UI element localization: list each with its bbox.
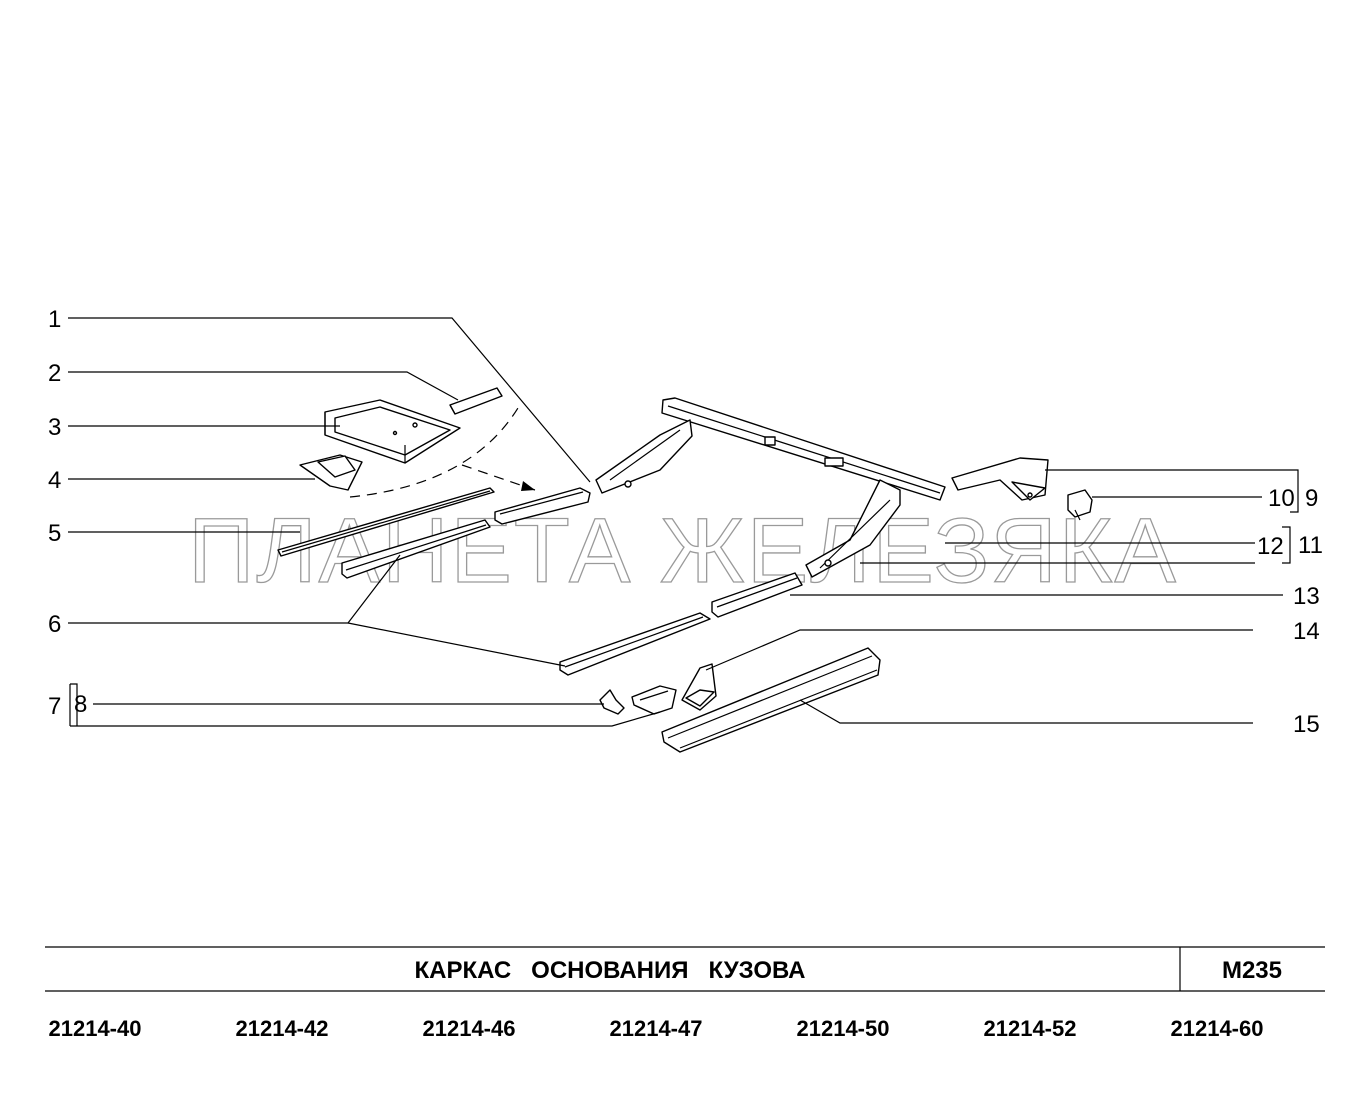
model-item: 21214-42 bbox=[236, 1016, 329, 1041]
callout-11: 11 bbox=[1298, 532, 1323, 559]
callout-3: 3 bbox=[48, 414, 61, 441]
watermark: ПЛАНЕТА ЖЕЛЕЗЯКА bbox=[188, 500, 1178, 602]
part-5-drawing bbox=[277, 487, 495, 557]
callout-7: 7 bbox=[48, 693, 61, 720]
model-item: 21214-40 bbox=[49, 1016, 142, 1041]
part-4-drawing bbox=[299, 454, 363, 491]
callout-14: 14 bbox=[1293, 618, 1320, 645]
part-6b-drawing bbox=[559, 612, 711, 676]
part-1-drawing bbox=[494, 487, 591, 525]
model-item: 21214-60 bbox=[1171, 1016, 1264, 1041]
leader-lines bbox=[68, 317, 1299, 727]
model-list: 21214-40 21214-42 21214-46 21214-47 2121… bbox=[49, 1016, 1264, 1041]
parts-drawing bbox=[277, 387, 1093, 753]
assembly-arrow-2 bbox=[461, 464, 536, 491]
callout-12: 12 bbox=[1257, 533, 1284, 560]
part-15-drawing bbox=[661, 647, 881, 753]
arrow-head bbox=[521, 481, 535, 491]
model-item: 21214-50 bbox=[797, 1016, 890, 1041]
callout-4: 4 bbox=[48, 467, 61, 494]
assembly-arrow bbox=[349, 407, 519, 498]
part-6a-drawing bbox=[341, 519, 491, 579]
title-block: КАРКАС ОСНОВАНИЯ КУЗОВА M235 bbox=[45, 946, 1325, 992]
callout-8: 8 bbox=[74, 691, 87, 718]
model-item: 21214-47 bbox=[610, 1016, 703, 1041]
diagram-code: M235 bbox=[1222, 957, 1282, 984]
callout-13: 13 bbox=[1293, 583, 1320, 610]
part-10-drawing bbox=[1067, 489, 1093, 521]
callout-9: 9 bbox=[1305, 485, 1318, 512]
diagram-title: КАРКАС ОСНОВАНИЯ КУЗОВА bbox=[414, 957, 805, 984]
part-3-drawing bbox=[324, 399, 461, 464]
part-14-drawing bbox=[681, 663, 717, 711]
part-13-drawing bbox=[711, 572, 803, 618]
callout-6: 6 bbox=[48, 611, 61, 638]
part-8-drawing bbox=[599, 689, 625, 715]
part-2-drawing bbox=[449, 387, 503, 415]
part-7-drawing bbox=[631, 685, 677, 715]
part-9-drawing bbox=[951, 457, 1049, 501]
callout-5: 5 bbox=[48, 520, 61, 547]
model-item: 21214-46 bbox=[423, 1016, 516, 1041]
model-item: 21214-52 bbox=[984, 1016, 1077, 1041]
callouts: 1 2 3 4 5 6 7 8 10 9 12 11 13 14 15 bbox=[48, 306, 1323, 738]
callout-2: 2 bbox=[48, 360, 61, 387]
callout-1: 1 bbox=[48, 306, 61, 333]
callout-10: 10 bbox=[1268, 485, 1295, 512]
main-frame-drawing bbox=[595, 397, 946, 578]
callout-15: 15 bbox=[1293, 711, 1320, 738]
